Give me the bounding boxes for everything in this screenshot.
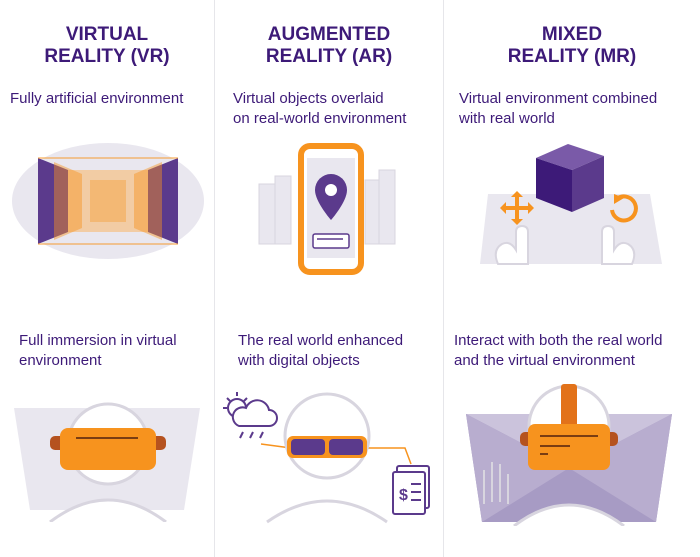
vr-room-left-panel: [54, 162, 82, 240]
phone-card: [312, 233, 350, 249]
heading-vr-line1: VIRTUAL: [65, 24, 149, 45]
ar-glasses-icon: $: [223, 392, 430, 524]
heading-mr-line2: REALITY (MR): [507, 46, 637, 67]
map-pin-icon: [315, 174, 347, 220]
mr-description-bottom: Interact with both the real world and th…: [454, 331, 662, 371]
cube-left-face: [536, 158, 572, 212]
ar-description-bottom-line1: The real world enhanced: [238, 332, 404, 349]
mr-headset-top-strap: [561, 384, 577, 430]
mr-description-bottom-line1: Interact with both the real world: [454, 332, 663, 349]
cube-right-face: [572, 156, 604, 212]
mr-headset-icon: [466, 384, 672, 526]
person-shoulders-icon: [513, 503, 625, 526]
heading-ar: AUGMENTED REALITY (AR): [215, 24, 443, 68]
vr-description-top-text: Fully artificial environment: [10, 90, 184, 107]
ar-description-top: Virtual objects overlaid on real-world e…: [233, 89, 406, 129]
ar-description-bottom: The real world enhanced with digital obj…: [238, 331, 403, 371]
vr-room-icon: [12, 143, 204, 259]
heading-ar-line1: AUGMENTED: [267, 24, 391, 45]
heading-vr: VIRTUAL REALITY (VR): [0, 24, 214, 68]
vr-room-inner: [90, 180, 126, 222]
heading-ar-line2: REALITY (AR): [265, 46, 393, 67]
mr-description-top-line1: Virtual environment combined: [459, 90, 658, 107]
rotate-icon: [610, 194, 638, 223]
phone-map-pin-icon: [258, 143, 396, 275]
person-shoulders-icon: [266, 499, 388, 524]
ar-glasses-lens-right: [329, 439, 363, 455]
column-mr: MIXED REALITY (MR) Virtual environment c…: [444, 0, 700, 557]
column-divider-1: [214, 0, 215, 557]
mr-description-top: Virtual environment combined with real w…: [459, 89, 657, 129]
column-divider-2: [443, 0, 444, 557]
map-pin-dot: [325, 184, 337, 196]
hands-icon: [483, 462, 509, 504]
3d-cube-icon: [480, 144, 662, 265]
vr-room-right-wall: [148, 158, 178, 244]
cube-top-face: [536, 144, 604, 170]
invoice-icon: $: [392, 465, 430, 515]
vr-room-right-panel: [134, 162, 162, 240]
heading-vr-line2: REALITY (VR): [44, 46, 170, 67]
person-shoulders-icon: [49, 498, 167, 522]
vr-description-bottom-line2: environment: [19, 352, 102, 369]
pointer-line-right: [365, 447, 412, 465]
vr-room-left-wall: [38, 158, 68, 244]
rotate-arrowhead: [614, 194, 624, 204]
mr-description-bottom-line2: and the virtual environment: [454, 352, 635, 369]
column-ar: AUGMENTED REALITY (AR) Virtual objects o…: [215, 0, 443, 557]
column-vr: VIRTUAL REALITY (VR) Fully artificial en…: [0, 0, 214, 557]
ar-description-top-line2: on real-world environment: [233, 110, 407, 127]
vr-room-back-wall: [68, 170, 148, 232]
vr-headset-icon: [14, 402, 200, 522]
heading-mr-line1: MIXED: [541, 24, 603, 45]
hands-icon: [494, 224, 636, 265]
mr-description-top-line2: with real world: [459, 110, 555, 127]
move-arrows-icon: [500, 191, 534, 225]
svg-text:$: $: [399, 487, 408, 504]
vr-description-bottom: Full immersion in virtual environment: [19, 331, 177, 371]
city-skyline-icon: [258, 169, 396, 245]
vr-description-top: Fully artificial environment: [10, 89, 183, 109]
ar-glasses-lens-left: [291, 439, 325, 455]
mr-frame-right: [569, 414, 672, 522]
vr-description-bottom-line1: Full immersion in virtual: [19, 332, 177, 349]
weather-icon: [223, 392, 278, 439]
ar-description-top-line1: Virtual objects overlaid: [233, 90, 384, 107]
vr-headset-body: [60, 428, 156, 470]
heading-mr: MIXED REALITY (MR): [444, 24, 700, 68]
ar-description-bottom-line2: with digital objects: [238, 352, 360, 369]
